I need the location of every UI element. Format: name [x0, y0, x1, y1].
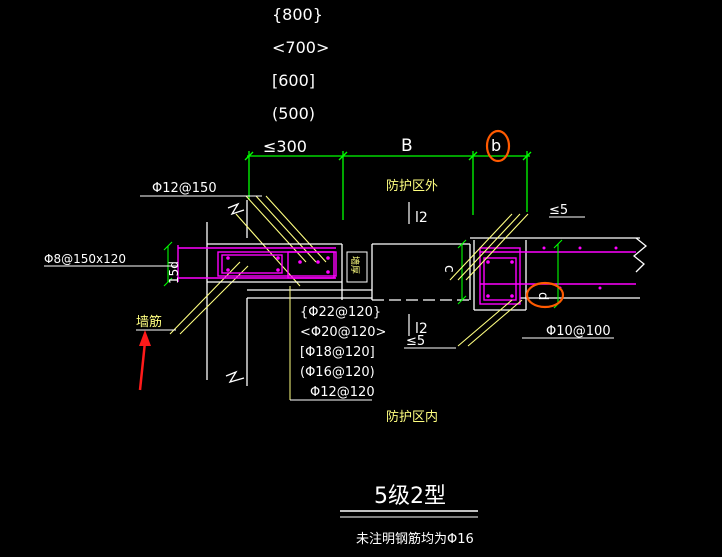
annotation-circle-b: [485, 129, 511, 163]
dim-c-text: c: [441, 265, 457, 273]
dim-d-text: d: [535, 292, 550, 300]
dim-300: ≤300: [263, 137, 307, 156]
thin-wall-box: [346, 251, 368, 283]
dim-800: {800}: [272, 5, 323, 24]
stirrup-item: (Φ16@120): [300, 365, 375, 380]
dim-c-marker: [457, 239, 467, 305]
left-rebar: [177, 245, 337, 282]
drawing-note: 未注明钢筋均为Φ16: [356, 531, 474, 547]
floor-slab: [207, 243, 471, 301]
right-structure: [470, 237, 648, 311]
stirrup-item: <Φ20@120>: [300, 325, 386, 340]
stirrup-list: {Φ22@120} <Φ20@120> [Φ18@120] (Φ16@120) …: [300, 305, 386, 400]
l2-top: l2: [408, 202, 428, 226]
annotation-circle-d: [525, 281, 565, 309]
left-rebar-dots: [226, 256, 330, 274]
right-diagonals: [449, 213, 529, 347]
rebar-phi12-150-label: Φ12@150: [152, 181, 217, 196]
rebar-phi8-label: Φ8@150x120: [44, 252, 126, 266]
red-arrow: [138, 330, 151, 391]
dim-700: <700>: [272, 38, 329, 57]
dim-B: B: [401, 136, 413, 156]
le5-bottom-text: ≤5: [406, 334, 425, 349]
stirrup-item: Φ12@120: [310, 385, 375, 400]
dim-15d-text: 15d: [167, 261, 181, 284]
outside-zone-label: 防护区外: [386, 178, 438, 194]
stirrup-item: {Φ22@120}: [300, 305, 381, 320]
inside-zone-label: 防护区内: [386, 409, 438, 425]
dim-500: (500): [272, 104, 315, 123]
left-wall: [206, 200, 248, 386]
dim-15d-marker: [163, 241, 173, 287]
wall-bar-label: 墙筋: [136, 314, 162, 330]
stirrup-item: [Φ18@120]: [300, 345, 375, 360]
dimension-stack: {800} <700> [600] (500) ≤300: [263, 5, 329, 156]
top-dimension-line: [244, 151, 532, 220]
dim-b: b: [491, 136, 501, 155]
l2-bottom: l2: [408, 314, 428, 337]
drawing-title: 5级2型: [374, 484, 446, 509]
l2-bottom-text: l2: [415, 321, 428, 337]
right-rebar-dots: [486, 246, 618, 298]
dim-600: [600]: [272, 71, 315, 90]
rebar-phi10-label: Φ10@100: [546, 324, 611, 339]
thin-wall-label: 墙厚: [349, 256, 361, 274]
l2-top-text: l2: [415, 210, 428, 226]
le5-top-text: ≤5: [549, 203, 568, 218]
